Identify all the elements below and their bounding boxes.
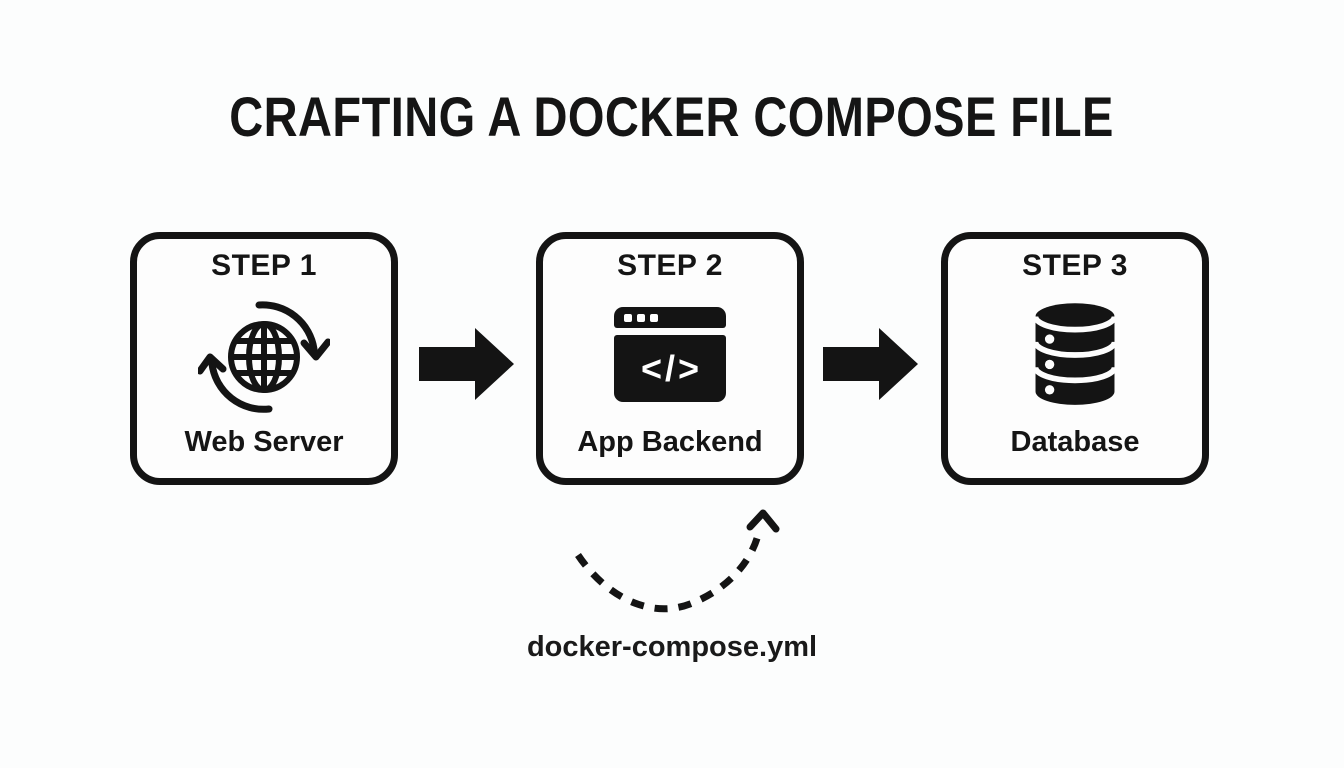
step-box-web-server: STEP 1 Web Server [130, 232, 398, 485]
step-1-name: Web Server [184, 426, 344, 458]
step-3-icon-slot [1028, 283, 1122, 426]
right-arrow-icon [419, 328, 514, 400]
step-2-label: STEP 2 [617, 249, 723, 282]
step-box-database: STEP 3 Database [941, 232, 1209, 485]
browser-code-icon: </> [614, 307, 726, 402]
step-1-icon-slot [198, 283, 330, 426]
step-2-name: App Backend [577, 426, 763, 458]
step-3-name: Database [1010, 426, 1140, 458]
step-2-icon-slot: </> [614, 283, 726, 426]
code-glyph: </> [614, 335, 726, 402]
step-1-label: STEP 1 [211, 249, 317, 282]
globe-sync-icon [198, 300, 330, 413]
browser-dot-icon [624, 313, 632, 322]
dashed-curved-arrow-icon [575, 509, 780, 613]
browser-dot-icon [637, 313, 645, 322]
database-icon [1032, 302, 1118, 405]
browser-titlebar [614, 307, 726, 328]
right-arrow-icon [823, 328, 918, 400]
page-title: CRAFTING A DOCKER COMPOSE FILE [0, 84, 1344, 149]
step-3-label: STEP 3 [1022, 249, 1128, 282]
page-title-text: CRAFTING A DOCKER COMPOSE FILE [229, 85, 1115, 148]
compose-file-label: docker-compose.yml [526, 631, 818, 663]
step-box-app-backend: STEP 2 </> App Backend [536, 232, 804, 485]
browser-dot-icon [650, 313, 658, 322]
